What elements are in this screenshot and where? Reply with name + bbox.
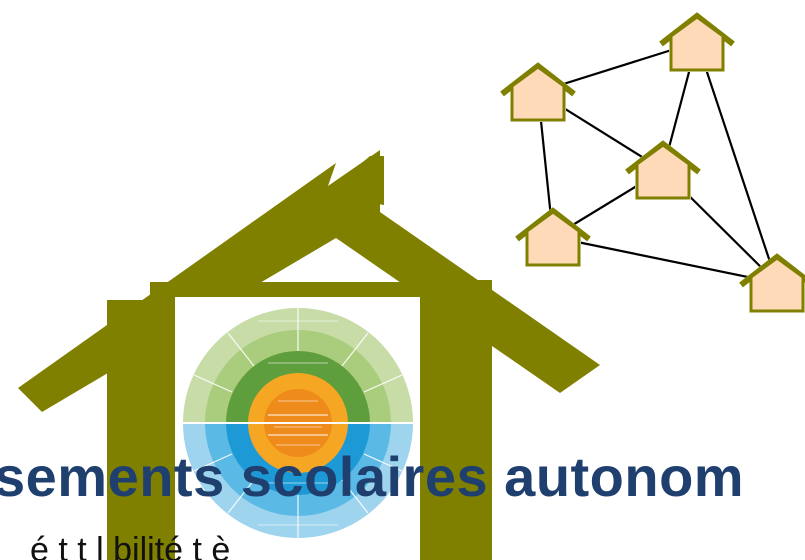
network-nodes xyxy=(500,12,805,313)
big-house-lintel xyxy=(150,282,440,300)
quality-framework-wheel xyxy=(175,297,420,560)
small-house-icon xyxy=(515,207,591,267)
small-house-icon xyxy=(500,62,576,122)
big-house-chimney xyxy=(324,156,384,205)
big-house-roof xyxy=(18,150,600,412)
quality-framework-wheel-image xyxy=(175,297,420,560)
small-house-icon xyxy=(625,140,701,200)
small-house-icon xyxy=(659,12,735,72)
small-house-icon xyxy=(739,253,805,313)
slide-subline: é t t l bilité t è xyxy=(30,531,231,560)
big-house-wall-left xyxy=(107,300,178,560)
big-house-wall-right xyxy=(420,280,492,560)
network-edge xyxy=(695,41,779,284)
slide-headline: sements scolaires autonom xyxy=(0,445,745,508)
network-edge xyxy=(552,235,778,285)
